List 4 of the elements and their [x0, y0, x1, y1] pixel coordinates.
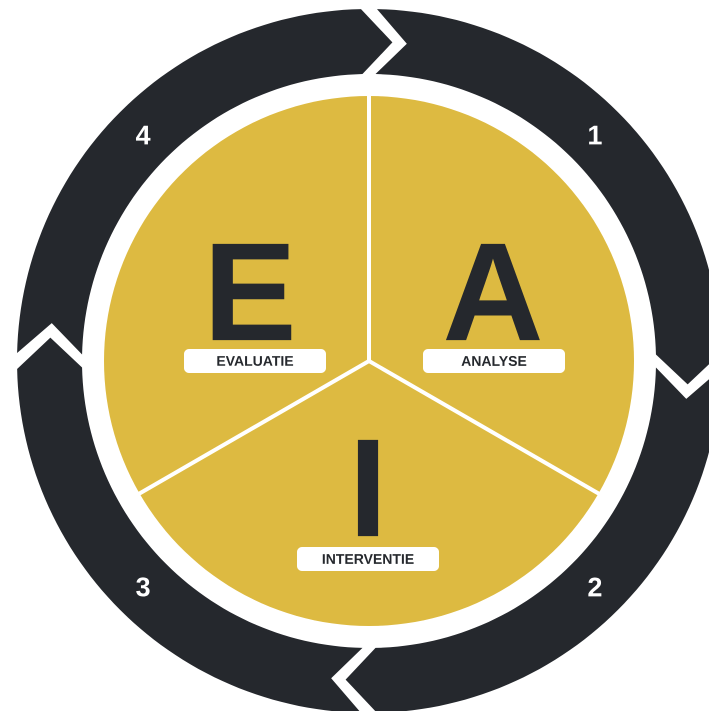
label-pill: INTERVENTIE [297, 547, 439, 571]
label-pill: ANALYSE [423, 349, 565, 373]
sector-label: A ANALYSE [423, 244, 565, 373]
label-pill: EVALUATIE [184, 349, 326, 373]
